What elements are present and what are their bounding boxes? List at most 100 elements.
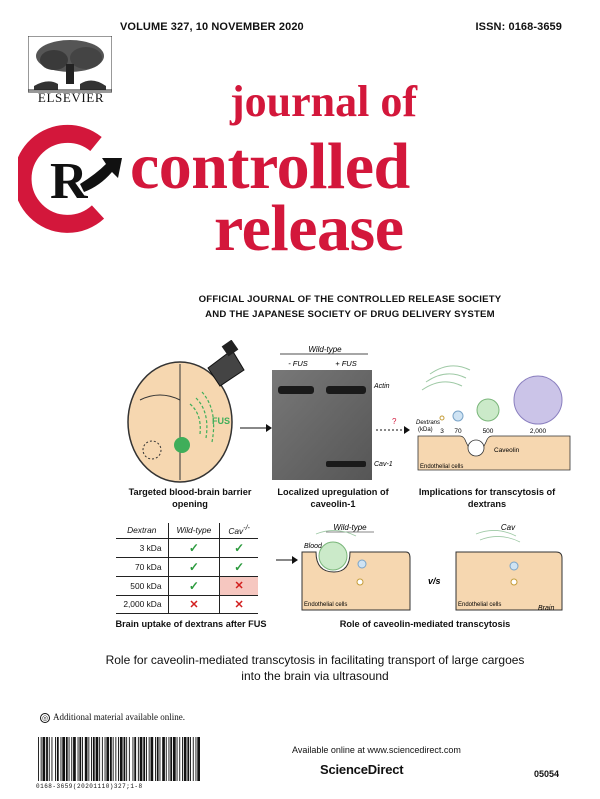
barcode-bar: [128, 737, 130, 781]
caption-transcytosis-implications: Implications for transcytosis of dextran…: [418, 487, 556, 509]
dotted-arrow: ?: [376, 417, 410, 434]
barcode-bar: [73, 737, 76, 781]
svg-text:- FUS: - FUS: [288, 359, 308, 368]
svg-text:R: R: [50, 153, 89, 210]
svg-text:v/s: v/s: [428, 576, 441, 586]
issue-code: 05054: [534, 769, 560, 779]
barcode-bar: [190, 737, 191, 781]
publisher-name: ELSEVIER: [37, 90, 105, 105]
barcode-bar: [123, 737, 126, 781]
barcode-bar: [143, 737, 146, 781]
society-line-2: AND THE JAPANESE SOCIETY OF DRUG DELIVER…: [205, 309, 495, 320]
barcode-bar: [38, 737, 39, 781]
barcode-bar: [173, 737, 176, 781]
transcytosis-diagram: Dextrans (kDa) 3 70 500 2,000 Caveolin E…: [416, 365, 571, 471]
table-header-dextran: Dextran: [116, 523, 169, 539]
graphical-abstract-top: FUS Wild-type - FUS + FUS Actin Cav-1 ? …: [127, 340, 571, 483]
barcode-bar: [148, 737, 150, 781]
svg-text:Dextrans: Dextrans: [416, 420, 440, 426]
barcode-bar: [82, 737, 83, 781]
caption-bbb-opening: Targeted blood-brain barrier opening: [128, 487, 252, 509]
barcode-bar: [197, 737, 200, 781]
table-header-cav: Cav-/-: [219, 523, 258, 539]
barcode-bar: [118, 737, 119, 781]
barcode-bar: [106, 737, 110, 781]
barcode-bar: [179, 737, 181, 781]
barcode-bar: [112, 737, 114, 781]
svg-text:?: ?: [392, 417, 397, 426]
barcode-bar: [146, 737, 147, 781]
barcode-bar: [88, 737, 90, 781]
svg-text:+ FUS: + FUS: [335, 359, 356, 368]
barcode-bar: [182, 737, 183, 781]
barcode-bar: [92, 737, 95, 781]
western-blot: Wild-type - FUS + FUS Actin Cav-1: [272, 345, 393, 480]
journal-title-line2: controlled: [130, 130, 410, 203]
barcode-bar: [192, 737, 194, 781]
svg-text:Wild-type: Wild-type: [333, 523, 367, 532]
barcode-bar: [65, 737, 68, 781]
elsevier-tree-logo: [28, 36, 112, 93]
barcode-bar: [110, 737, 112, 781]
barcode-bar: [165, 737, 167, 781]
table-row: 70 kDa ✓ ✓: [116, 557, 258, 577]
svg-text:Cav-1: Cav-1: [374, 461, 393, 468]
available-online: Available online at www.sciencedirect.co…: [292, 745, 461, 755]
barcode-bar: [137, 737, 139, 781]
barcode-bar: [119, 737, 123, 781]
brain-diagram: FUS: [127, 340, 245, 483]
svg-text:Endothelial cells: Endothelial cells: [304, 602, 347, 608]
svg-text:(kDa): (kDa): [418, 427, 433, 433]
additional-material-icon: ◎: [40, 713, 50, 723]
cr-journal-logo: R: [18, 124, 122, 233]
svg-text:Brain: Brain: [538, 605, 554, 612]
svg-text:Wild-type: Wild-type: [308, 345, 342, 354]
caption-caveolin-role: Role of caveolin-mediated transcytosis: [339, 619, 511, 629]
barcode-bar: [99, 737, 101, 781]
barcode-bar: [91, 737, 92, 781]
additional-material-note: ◎Additional material available online.: [40, 712, 185, 723]
svg-text:Blood: Blood: [304, 543, 323, 550]
fus-label: FUS: [212, 416, 230, 426]
svg-text:Caveolin: Caveolin: [494, 447, 520, 454]
barcode-bar: [195, 737, 197, 781]
barcode-bar: [134, 737, 137, 781]
dextran-uptake-table: Dextran Wild-type Cav-/- 3 kDa ✓ ✓ 70 kD…: [116, 523, 258, 614]
cover-summary: Role for caveolin-mediated transcytosis …: [105, 653, 525, 683]
svg-text:2,000: 2,000: [530, 428, 547, 435]
barcode-bar: [176, 737, 178, 781]
caveolin-transcytosis-diagram: Wild-type Cav Blood Endothelial cells v/…: [276, 523, 563, 612]
barcode-bar: [84, 737, 88, 781]
barcode-bar: [77, 737, 79, 781]
barcode-bar: [155, 737, 156, 781]
barcode-bar: [115, 737, 117, 781]
issn-number: ISSN: 0168-3659: [475, 21, 562, 33]
barcode-bar: [71, 737, 73, 781]
barcode-bar: [56, 737, 59, 781]
barcode: [38, 737, 200, 781]
svg-text:Cav: Cav: [501, 523, 516, 532]
barcode-bar: [162, 737, 165, 781]
barcode-bar: [159, 737, 161, 781]
barcode-bar: [156, 737, 159, 781]
barcode-bar: [170, 737, 173, 781]
table-header-wildtype: Wild-type: [168, 523, 221, 539]
barcode-bar: [79, 737, 82, 781]
svg-text:500: 500: [483, 428, 494, 435]
volume-date: VOLUME 327, 10 NOVEMBER 2020: [120, 21, 304, 33]
svg-text:Actin: Actin: [373, 383, 390, 390]
barcode-bar: [55, 737, 56, 781]
barcode-bar: [139, 737, 143, 781]
table-row: 500 kDa ✓ ✕: [116, 576, 258, 596]
barcode-bar: [187, 737, 190, 781]
barcode-bar: [68, 737, 70, 781]
barcode-bar: [62, 737, 65, 781]
barcode-bar: [104, 737, 106, 781]
society-line-1: OFFICIAL JOURNAL OF THE CONTROLLED RELEA…: [198, 294, 502, 305]
barcode-bar: [40, 737, 42, 781]
journal-title-line3: release: [214, 192, 404, 265]
barcode-bar: [51, 737, 53, 781]
svg-text:Endothelial cells: Endothelial cells: [420, 464, 463, 470]
barcode-bar: [183, 737, 187, 781]
table-row: 3 kDa ✓ ✓: [116, 538, 258, 558]
